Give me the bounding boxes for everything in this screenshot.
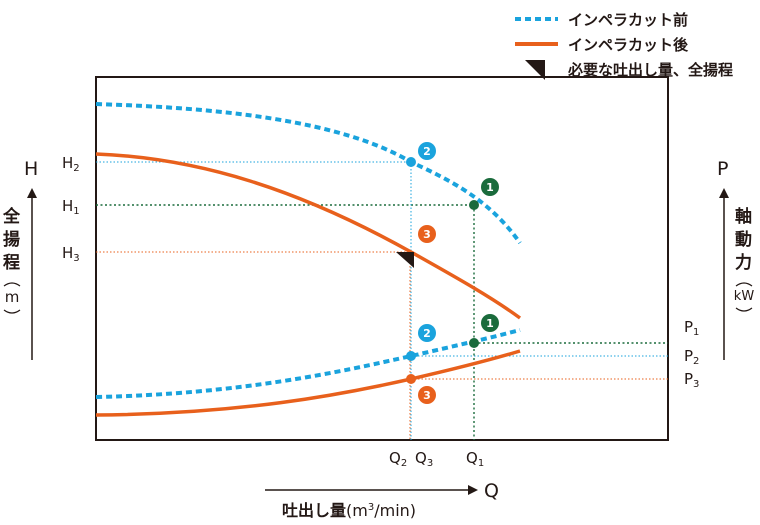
point-1-power	[469, 338, 479, 348]
plot-frame	[95, 76, 669, 441]
badge-1-power-number: 1	[486, 317, 494, 330]
left-unit-paren-close	[3, 309, 21, 314]
bottom-tick-labels: Q2 Q3 Q1	[389, 449, 484, 469]
badge-1-head	[481, 178, 499, 196]
point-3-power	[406, 374, 416, 384]
right-tick-labels: P1 P2 P3	[684, 318, 699, 390]
right-unit-paren-open	[735, 282, 753, 287]
left-tick-labels: H2 H1 H3	[62, 154, 80, 264]
left-unit: m	[5, 288, 20, 306]
badge-2-head-number: 2	[423, 145, 431, 158]
badge-3-head-number: 3	[423, 228, 431, 241]
point-2-head	[406, 157, 416, 167]
bottom-axis-arrowhead	[468, 485, 478, 495]
point-2-power	[406, 351, 416, 361]
power-curve-before	[95, 328, 521, 399]
tick-p2: P2	[684, 347, 699, 367]
left-axis-arrowhead	[27, 188, 37, 198]
legend-before-label: インペラカット前	[568, 11, 688, 29]
left-title-char-1: 全	[2, 206, 21, 227]
tick-h1: H1	[62, 197, 80, 217]
tick-h2: H2	[62, 154, 80, 174]
right-title-char-3: 力	[735, 252, 752, 273]
right-unit-paren-close	[735, 307, 753, 312]
tick-q1: Q1	[466, 449, 484, 469]
tick-p3: P3	[684, 370, 699, 390]
badge-3-head	[418, 225, 436, 243]
required-point-marker	[396, 252, 414, 268]
badges: 2 1 3 2 1 3	[418, 142, 499, 404]
tick-q2: Q2	[389, 449, 407, 469]
point-1-head	[469, 200, 479, 210]
tick-q3: Q3	[415, 449, 433, 469]
bottom-axis: Q 吐出し量(m3/min)	[265, 480, 499, 520]
head-curve-before	[95, 102, 522, 245]
bottom-axis-title: 吐出し量(m3/min)	[282, 501, 416, 520]
badge-3-power-number: 3	[423, 389, 431, 402]
legend-after-label: インペラカット後	[568, 36, 689, 54]
left-axis: H 全 揚 程 m	[2, 158, 38, 360]
right-axis-arrowhead	[719, 188, 729, 198]
left-axis-letter: H	[24, 158, 38, 180]
operating-points	[406, 157, 479, 384]
reference-lines	[96, 161, 668, 440]
tick-h3: H3	[62, 244, 80, 264]
bottom-axis-letter: Q	[484, 480, 499, 502]
legend-required-marker	[525, 60, 545, 80]
right-axis-letter: P	[717, 158, 728, 180]
right-title-char-1: 軸	[735, 206, 752, 227]
tick-p1: P1	[684, 318, 699, 338]
right-unit: kW	[734, 289, 755, 304]
legend: インペラカット前 インペラカット後 必要な吐出し量、全揚程	[515, 11, 733, 80]
left-title-char-3: 程	[3, 253, 20, 273]
badge-3-power	[418, 386, 436, 404]
left-title-char-2: 揚	[3, 230, 20, 250]
right-title-char-2: 動	[735, 229, 752, 250]
legend-required-label: 必要な吐出し量、全揚程	[567, 61, 733, 79]
badge-2-power-number: 2	[423, 327, 431, 340]
power-curve-after	[95, 349, 521, 417]
right-axis: P 軸 動 力 kW	[717, 158, 754, 360]
badge-2-head	[418, 142, 436, 160]
head-curve-after	[95, 152, 522, 320]
left-unit-paren-open	[3, 282, 21, 287]
badge-1-power	[481, 314, 499, 332]
badge-2-power	[418, 324, 436, 342]
badge-1-head-number: 1	[486, 181, 494, 194]
